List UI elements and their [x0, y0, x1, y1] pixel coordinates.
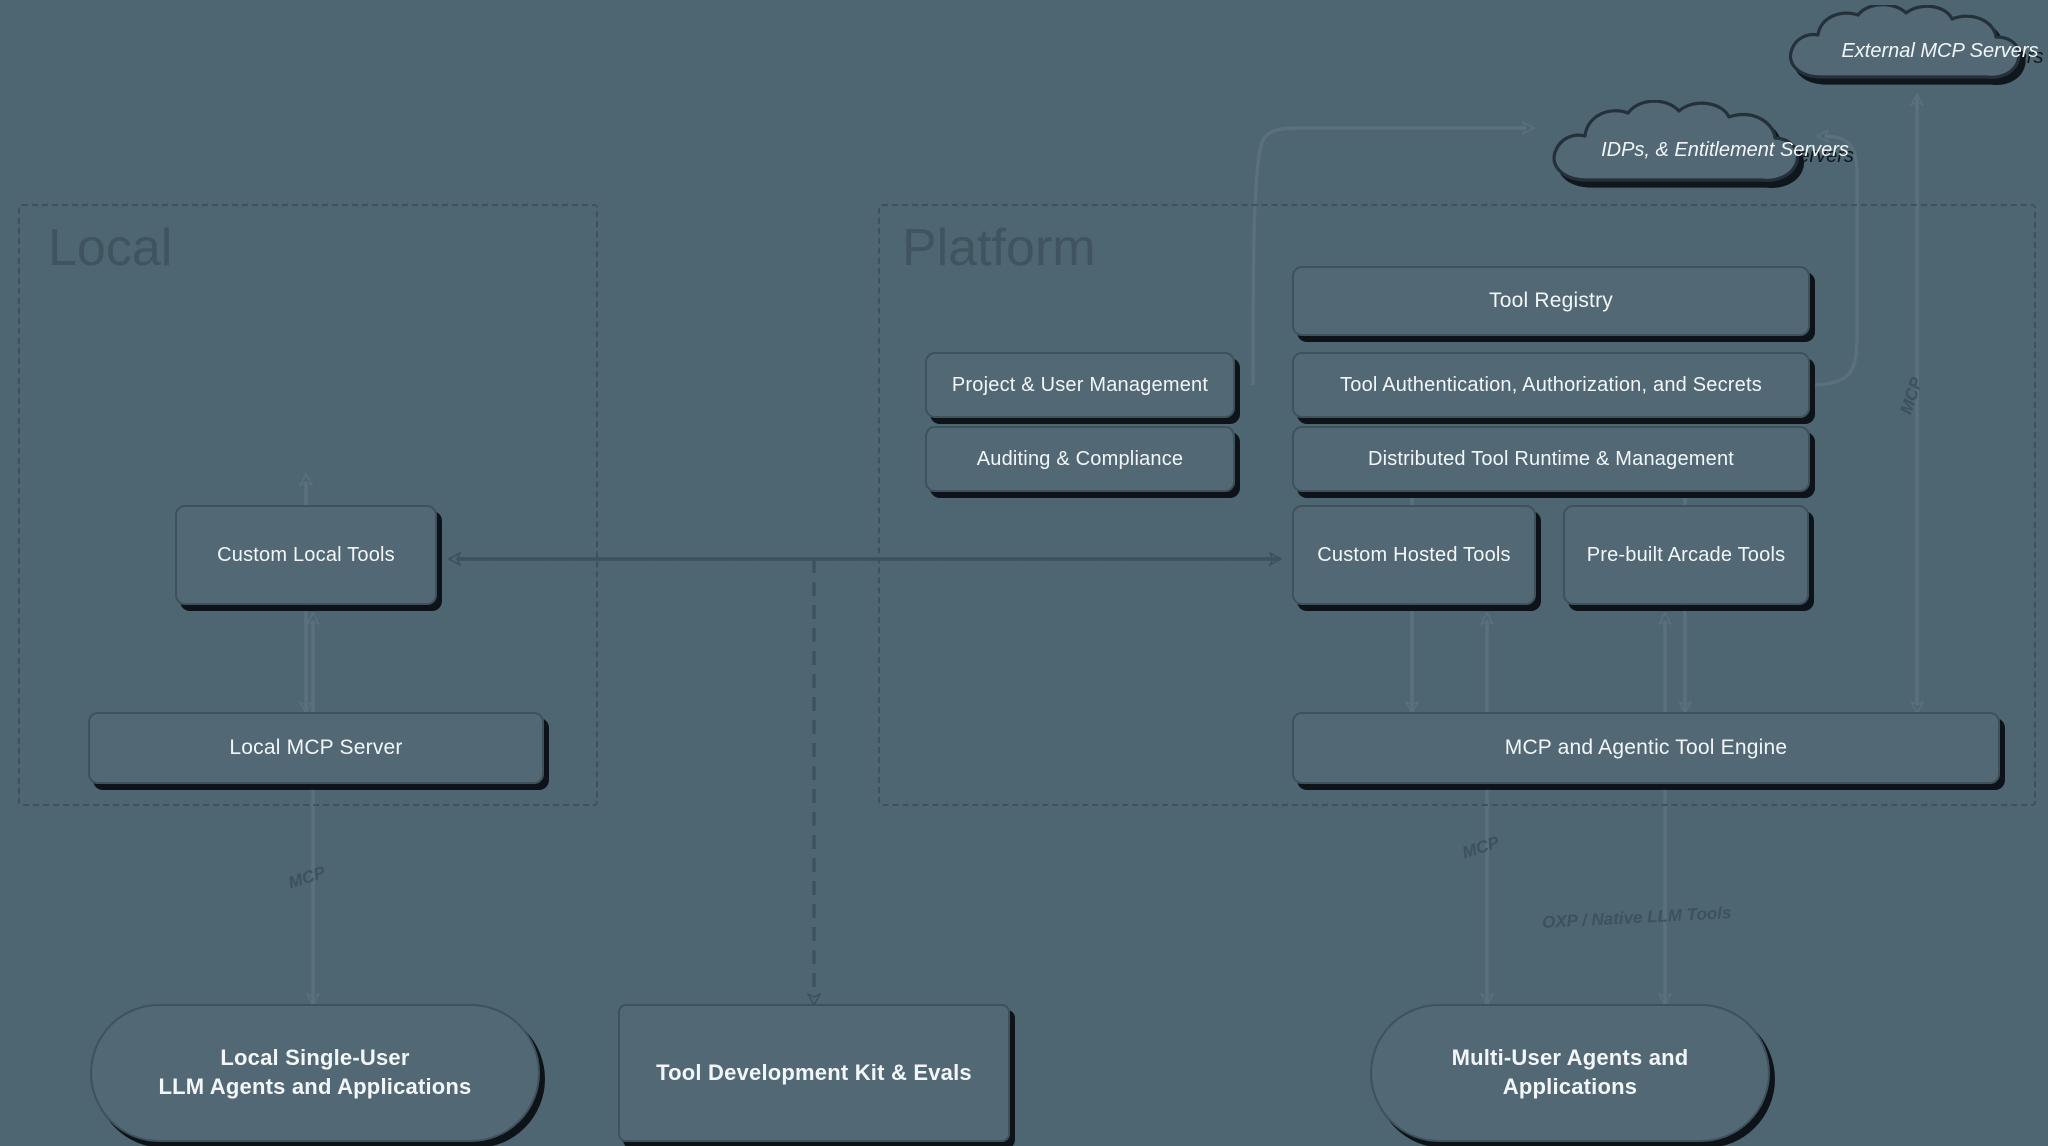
group-platform-container: [878, 204, 2036, 806]
node-custom-local-tools[interactable]: Custom Local Tools: [175, 505, 437, 605]
node-local-mcp-server-label: Local MCP Server: [229, 736, 403, 760]
node-custom-hosted-tools[interactable]: Custom Hosted Tools: [1292, 505, 1536, 605]
node-custom-hosted-tools-label: Custom Hosted Tools: [1317, 544, 1511, 566]
node-multi-user-agents-label-line1: Multi-User Agents and: [1451, 1045, 1689, 1071]
node-tool-development-kit-label: Tool Development Kit & Evals: [656, 1059, 972, 1085]
node-local-agents-label-line2: LLM Agents and Applications: [158, 1074, 472, 1099]
node-multi-user-agents[interactable]: Multi-User Agents and Applications: [1370, 1004, 1770, 1142]
group-platform-label: Platform: [902, 219, 1096, 277]
node-distributed-tool-runtime[interactable]: Distributed Tool Runtime & Management: [1292, 426, 1810, 492]
node-prebuilt-arcade-tools-label: Pre-built Arcade Tools: [1586, 544, 1786, 566]
group-local-label: Local: [48, 219, 173, 277]
node-tool-development-kit[interactable]: Tool Development Kit & Evals: [618, 1004, 1010, 1142]
node-mcp-agentic-tool-engine[interactable]: MCP and Agentic Tool Engine: [1292, 712, 2000, 784]
node-auditing-compliance[interactable]: Auditing & Compliance: [925, 426, 1235, 492]
node-local-agents-label-line1: Local Single-User: [220, 1045, 410, 1071]
group-local-container: [18, 204, 598, 806]
cloud-idps-entitlement-servers: IDPs, & Entitlement Servers: [1533, 99, 1849, 200]
node-project-user-management-label: Project & User Management: [951, 374, 1209, 396]
cloud-external-mcp-servers: External MCP Servers: [1770, 3, 2039, 97]
node-tool-registry[interactable]: Tool Registry: [1292, 266, 1810, 336]
node-custom-local-tools-label: Custom Local Tools: [217, 544, 395, 566]
node-tool-authentication-label: Tool Authentication, Authorization, and …: [1340, 374, 1762, 396]
node-local-agents[interactable]: Local Single-User LLM Agents and Applica…: [90, 1004, 540, 1142]
node-auditing-compliance-label: Auditing & Compliance: [976, 448, 1184, 470]
node-prebuilt-arcade-tools[interactable]: Pre-built Arcade Tools: [1563, 505, 1809, 605]
node-multi-user-agents-label-line2: Applications: [1502, 1074, 1638, 1099]
node-tool-authentication[interactable]: Tool Authentication, Authorization, and …: [1292, 352, 1810, 418]
node-mcp-agentic-tool-engine-label: MCP and Agentic Tool Engine: [1504, 736, 1788, 760]
node-distributed-tool-runtime-label: Distributed Tool Runtime & Management: [1367, 448, 1735, 470]
node-tool-registry-label: Tool Registry: [1489, 289, 1613, 313]
node-project-user-management[interactable]: Project & User Management: [925, 352, 1235, 418]
node-local-mcp-server[interactable]: Local MCP Server: [88, 712, 544, 784]
